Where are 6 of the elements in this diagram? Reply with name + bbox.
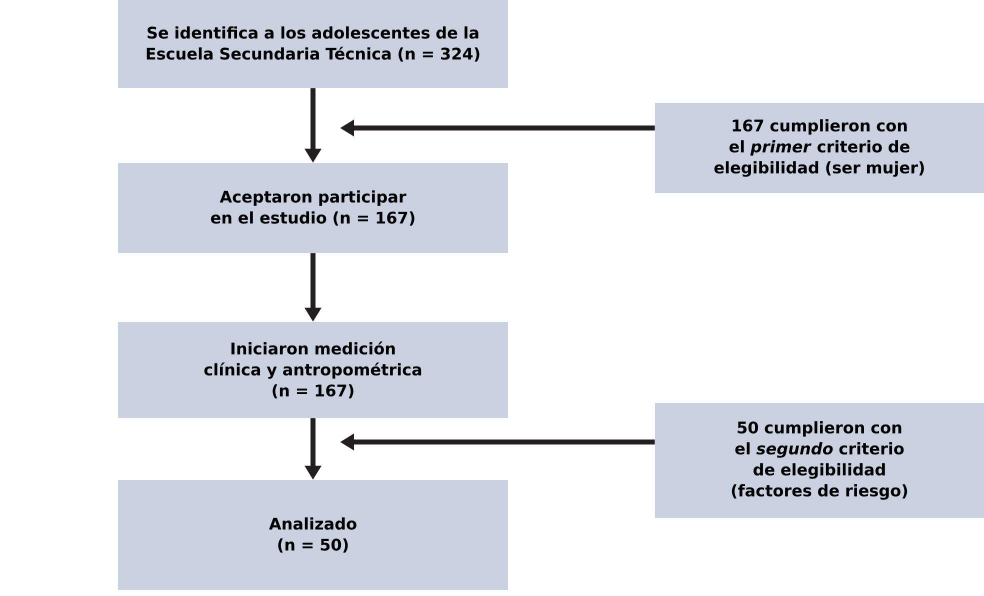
process-box: 167 cumplieron con el primer criterio de elegibilidad (ser mujer): [655, 103, 984, 193]
process-box: Iniciaron medición clínica y antropométrica (n = 167): [118, 322, 508, 418]
process-box: Se identifica a los adolescentes de la Escuela Secundaria Técnica (n = 324): [118, 0, 508, 88]
process-box: Analizado (n = 50): [118, 480, 508, 590]
process-box: Aceptaron participar en el estudio (n = 167): [118, 163, 508, 253]
process-box: 50 cumplieron con el segundo criterio de elegibilidad (factores de riesgo): [655, 402, 984, 518]
